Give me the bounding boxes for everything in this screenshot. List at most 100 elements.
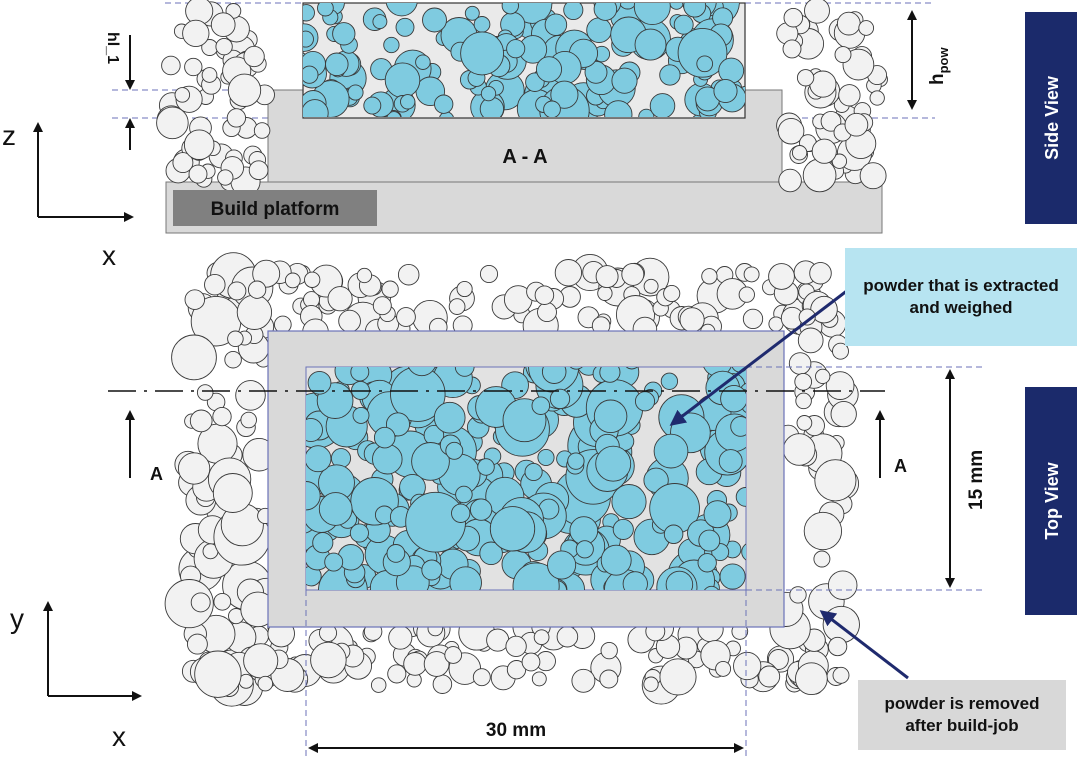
powder-particle — [347, 84, 364, 101]
loose-particle — [859, 162, 887, 190]
powder-particle — [477, 458, 495, 476]
powder-particle — [501, 3, 519, 15]
loose-particle — [224, 350, 242, 369]
loose-particle — [701, 268, 718, 285]
loose-particle — [397, 263, 420, 286]
powder-particle — [306, 481, 321, 511]
powder-particle — [372, 443, 403, 475]
side-view-label: Side View — [1042, 75, 1062, 160]
powder-particle — [332, 22, 356, 46]
powder-particle — [303, 65, 319, 84]
powder-particle — [593, 3, 618, 21]
powder-particle — [595, 445, 632, 482]
loose-particle — [733, 651, 762, 681]
loose-particle — [643, 278, 659, 294]
powder-particle — [741, 543, 746, 561]
loose-particle — [370, 677, 387, 693]
loose-particle — [811, 138, 837, 164]
powder-particle — [464, 5, 480, 21]
loose-particle — [252, 259, 281, 288]
loose-particle — [444, 646, 463, 664]
top-view-label: Top View — [1042, 461, 1062, 539]
powder-particle — [713, 78, 738, 104]
loose-particle — [788, 352, 812, 375]
powder-particle — [638, 108, 655, 117]
powder-particle — [306, 445, 332, 473]
loose-particle — [388, 625, 413, 650]
powder-particle — [683, 3, 707, 18]
x-axis-label-top: x — [112, 721, 126, 752]
powder-particle — [352, 406, 370, 424]
loose-particle — [387, 664, 407, 684]
powder-particle — [433, 401, 466, 434]
loose-particle — [795, 662, 828, 696]
loose-particle — [284, 272, 301, 289]
powder-particle — [480, 85, 497, 102]
loose-particle — [554, 259, 583, 287]
loose-powder-side — [156, 0, 888, 197]
powder-particle — [318, 492, 353, 526]
loose-particle — [194, 650, 242, 698]
powder-particle — [677, 27, 728, 78]
loose-particle — [537, 302, 557, 323]
loose-particle — [235, 380, 266, 411]
loose-particle — [212, 473, 253, 513]
powder-particle — [405, 491, 466, 553]
loose-particle — [533, 629, 550, 646]
loose-particle — [768, 263, 795, 290]
powder-particle — [543, 100, 561, 117]
loose-particle — [782, 39, 802, 59]
h-pow-label: hpow — [927, 47, 951, 85]
powder-particle — [549, 388, 571, 410]
loose-particle — [738, 286, 755, 303]
loose-particle — [777, 117, 805, 145]
loose-particle — [213, 592, 232, 611]
powder-particle — [303, 99, 329, 117]
powder-particle — [384, 62, 421, 98]
loose-particle — [838, 84, 861, 107]
powder-particle — [703, 500, 732, 529]
loose-particle — [830, 400, 857, 428]
z-axis-label: z — [2, 120, 16, 151]
loose-particle — [742, 308, 764, 330]
loose-particle — [782, 433, 816, 466]
loose-particle — [486, 628, 510, 652]
loose-particle — [571, 668, 596, 693]
loose-particle — [831, 153, 848, 169]
loose-particle — [521, 652, 541, 672]
loose-particle — [186, 633, 208, 655]
powder-particle — [633, 3, 671, 26]
powder-particle — [586, 17, 612, 44]
loose-particle — [204, 273, 226, 296]
loose-particle — [791, 145, 808, 161]
extracted-callout: powder that is extracted and weighed — [845, 248, 1077, 346]
side-view: Build platform A - A hpow hl_1 z x — [2, 0, 951, 271]
loose-particle — [356, 267, 373, 284]
top-view-panel-text-holder: Top View — [1042, 461, 1062, 539]
loose-particle — [396, 307, 416, 327]
powder-particle — [460, 31, 505, 76]
powder-particle — [524, 462, 543, 482]
powder-particle — [395, 17, 415, 37]
extracted-pointer-arrow — [669, 288, 849, 426]
powder-particle — [535, 56, 563, 83]
powder-particle — [660, 372, 679, 390]
powder-particle — [550, 80, 579, 109]
loose-particle — [184, 289, 206, 310]
powder-particle — [531, 396, 551, 415]
loose-particle — [659, 658, 697, 696]
loose-particle — [432, 674, 453, 694]
powder-particle — [421, 559, 443, 581]
powder-particle — [584, 60, 608, 84]
powder-particle — [390, 367, 446, 422]
loose-particle — [472, 668, 491, 687]
powder-particle — [383, 36, 400, 54]
loose-particle — [257, 675, 274, 692]
powder-particle — [455, 485, 473, 504]
loose-particle — [794, 372, 813, 391]
powder-particle — [372, 14, 388, 30]
hl1-label: hl_1 — [104, 32, 121, 64]
loose-particle — [327, 286, 353, 312]
powder-particle — [625, 367, 638, 370]
loose-particle — [456, 280, 473, 298]
